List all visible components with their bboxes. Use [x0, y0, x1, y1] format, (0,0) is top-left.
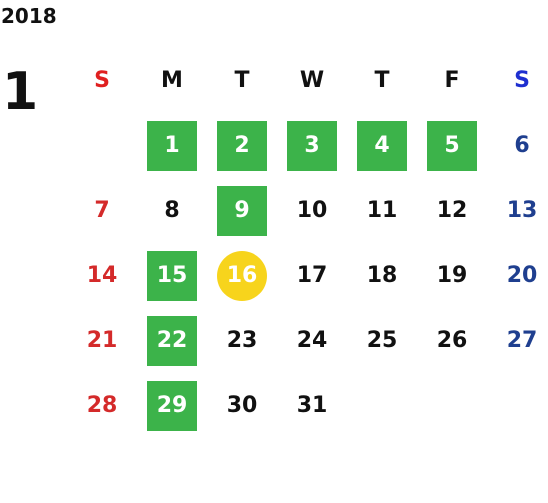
day-cell[interactable]: 27: [487, 308, 548, 373]
date[interactable]: 8: [164, 198, 180, 223]
highlighted-date[interactable]: 15: [147, 250, 197, 301]
day-cell[interactable]: 10: [277, 178, 347, 243]
day-cell[interactable]: 6: [487, 113, 548, 178]
highlighted-date[interactable]: 9: [217, 185, 267, 236]
weekday-label: S: [94, 68, 110, 93]
weekday-header-thursday: T: [347, 48, 417, 113]
date[interactable]: 17: [296, 263, 328, 288]
day-cell[interactable]: 31: [277, 373, 347, 438]
weekday-header-sunday: S: [67, 48, 137, 113]
highlighted-date[interactable]: 29: [147, 380, 197, 431]
day-cell[interactable]: 5: [417, 113, 487, 178]
day-cell[interactable]: 13: [487, 178, 548, 243]
day-cell[interactable]: 22: [137, 308, 207, 373]
day-cell[interactable]: 9: [207, 178, 277, 243]
date[interactable]: 21: [86, 328, 118, 353]
date[interactable]: 31: [296, 393, 328, 418]
weekday-header-monday: M: [137, 48, 207, 113]
day-cell[interactable]: 8: [137, 178, 207, 243]
weekday-header-tuesday: T: [207, 48, 277, 113]
day-cell[interactable]: 11: [347, 178, 417, 243]
day-cell[interactable]: 26: [417, 308, 487, 373]
day-cell[interactable]: 15: [137, 243, 207, 308]
day-cell[interactable]: 1: [137, 113, 207, 178]
day-cell[interactable]: 7: [67, 178, 137, 243]
date[interactable]: 7: [94, 198, 110, 223]
day-cell[interactable]: 2: [207, 113, 277, 178]
date[interactable]: 23: [226, 328, 258, 353]
day-cell: [487, 373, 548, 438]
highlighted-date[interactable]: 1: [147, 120, 197, 171]
day-cell[interactable]: 14: [67, 243, 137, 308]
date[interactable]: 26: [436, 328, 468, 353]
weekday-label: F: [444, 68, 460, 93]
day-cell[interactable]: 16: [207, 243, 277, 308]
highlighted-date[interactable]: 4: [357, 120, 407, 171]
highlighted-date[interactable]: 3: [287, 120, 337, 171]
day-cell[interactable]: 21: [67, 308, 137, 373]
weekday-label: T: [374, 68, 390, 93]
day-cell[interactable]: 4: [347, 113, 417, 178]
month-number: 1: [2, 62, 39, 122]
date[interactable]: 6: [514, 133, 530, 158]
day-cell: [417, 373, 487, 438]
weekday-header-saturday: S: [487, 48, 548, 113]
date[interactable]: 12: [436, 198, 468, 223]
day-cell[interactable]: 28: [67, 373, 137, 438]
highlighted-date[interactable]: 22: [147, 315, 197, 366]
weekday-label: W: [299, 68, 325, 93]
day-cell[interactable]: 3: [277, 113, 347, 178]
day-cell: [67, 113, 137, 178]
day-cell[interactable]: 29: [137, 373, 207, 438]
day-cell[interactable]: 30: [207, 373, 277, 438]
day-cell[interactable]: 12: [417, 178, 487, 243]
day-cell[interactable]: 17: [277, 243, 347, 308]
day-cell[interactable]: 19: [417, 243, 487, 308]
day-cell[interactable]: 23: [207, 308, 277, 373]
weekday-label: S: [514, 68, 530, 93]
date[interactable]: 11: [366, 198, 398, 223]
day-cell[interactable]: 18: [347, 243, 417, 308]
year-label: 2018: [1, 4, 57, 28]
date[interactable]: 25: [366, 328, 398, 353]
weekday-header-friday: F: [417, 48, 487, 113]
date[interactable]: 20: [506, 263, 538, 288]
date[interactable]: 27: [506, 328, 538, 353]
weekday-label: T: [234, 68, 250, 93]
highlighted-date[interactable]: 5: [427, 120, 477, 171]
date[interactable]: 24: [296, 328, 328, 353]
date[interactable]: 13: [506, 198, 538, 223]
date[interactable]: 30: [226, 393, 258, 418]
day-cell[interactable]: 24: [277, 308, 347, 373]
date[interactable]: 18: [366, 263, 398, 288]
day-cell[interactable]: 20: [487, 243, 548, 308]
date[interactable]: 28: [86, 393, 118, 418]
weekday-label: M: [161, 68, 183, 93]
date[interactable]: 10: [296, 198, 328, 223]
date[interactable]: 19: [436, 263, 468, 288]
date[interactable]: 14: [86, 263, 118, 288]
weekday-header-wednesday: W: [277, 48, 347, 113]
today-date[interactable]: 16: [217, 250, 267, 301]
day-cell: [347, 373, 417, 438]
highlighted-date[interactable]: 2: [217, 120, 267, 171]
day-cell[interactable]: 25: [347, 308, 417, 373]
